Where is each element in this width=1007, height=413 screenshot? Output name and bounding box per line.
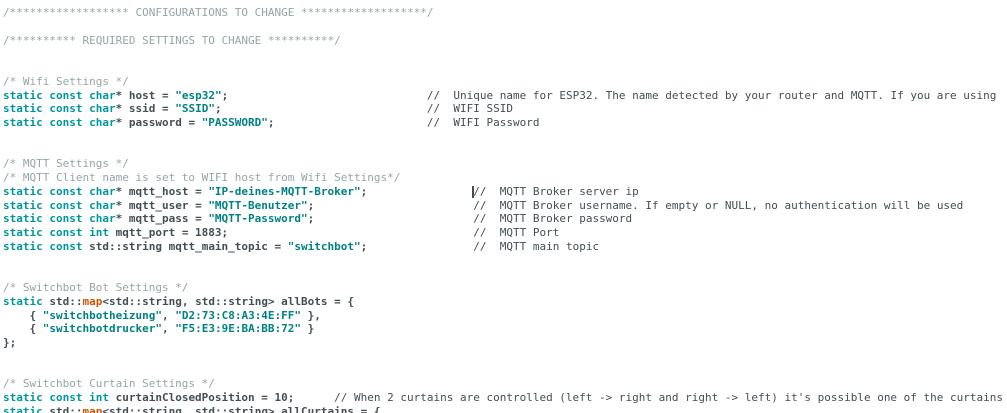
code-line: /* MQTT Settings */	[3, 157, 1007, 171]
code-line	[3, 130, 1007, 144]
code-line: static const char* mqtt_pass = "MQTT-Pas…	[3, 212, 1007, 226]
code-token-string: "IP-deines-MQTT-Broker"	[208, 184, 361, 198]
code-token-function: map	[82, 294, 103, 308]
code-line: /****************** CONFIGURATIONS TO CH…	[3, 6, 1007, 20]
code-token-keyword: static const char	[3, 116, 116, 129]
code-token-string: "D2:73:C8:A3:4E:FF"	[175, 308, 302, 322]
code-token-block-comment: /* MQTT Settings */	[3, 157, 129, 171]
code-token-text: ;	[307, 212, 474, 226]
code-line: static std::map<std::string, std::string…	[3, 295, 1007, 309]
code-token-text: std::	[42, 294, 83, 308]
code-line: };	[3, 336, 1007, 350]
code-line	[3, 254, 1007, 268]
code-line: static const int curtainClosedPosition =…	[3, 391, 1007, 405]
code-token-string: "MQTT-Benutzer"	[208, 198, 308, 212]
code-token-keyword: static const int	[3, 391, 109, 404]
code-token-string: "PASSWORD"	[201, 116, 268, 129]
code-line: /* Switchbot Curtain Settings */	[3, 377, 1007, 391]
code-token-text: std::	[42, 404, 83, 413]
code-token-text: {	[3, 322, 43, 336]
code-line: { "switchbotdrucker", "F5:E3:9E:BA:BB:72…	[3, 322, 1007, 336]
code-token-string: "esp32"	[175, 88, 222, 102]
code-token-text: <std::string, std::string> allBots = {	[102, 294, 355, 308]
code-line: static const std::string mqtt_main_topic…	[3, 240, 1007, 254]
code-token-text: };	[3, 336, 17, 349]
code-token-text: ;	[221, 88, 427, 102]
code-token-line-comment: // MQTT main topic	[473, 239, 600, 253]
code-line: static const char* host = "esp32"; // Un…	[3, 89, 1007, 103]
code-token-text: * mqtt_host =	[115, 184, 209, 198]
code-token-text: }	[301, 322, 315, 336]
text-caret	[472, 185, 475, 198]
code-token-block-comment: /* Wifi Settings */	[3, 74, 129, 88]
code-token-keyword: static const char	[3, 198, 116, 212]
code-token-keyword: static const	[3, 239, 83, 253]
code-token-text: std::string mqtt_main_topic =	[82, 239, 288, 253]
code-token-string: "F5:E3:9E:BA:BB:72"	[175, 322, 302, 336]
code-token-line-comment: // MQTT Broker password	[473, 212, 633, 226]
code-token-line-comment: // MQTT Broker username. If empty or NUL…	[473, 198, 964, 212]
code-token-line-comment: // MQTT Broker server ip	[473, 184, 639, 198]
code-token-text: ;	[307, 198, 474, 212]
code-token-text: ,	[161, 322, 176, 336]
code-token-text: ;	[267, 116, 427, 129]
code-line: /* MQTT Client name is set to WIFI host …	[3, 171, 1007, 185]
code-line: static const char* password = "PASSWORD"…	[3, 116, 1007, 130]
code-token-keyword: static	[3, 294, 43, 308]
code-token-text: ,	[161, 308, 176, 322]
code-line: /* Switchbot Bot Settings */	[3, 281, 1007, 295]
code-token-keyword: static const char	[3, 88, 116, 102]
code-token-line-comment: // WIFI Password	[426, 116, 540, 129]
code-line: /********** REQUIRED SETTINGS TO CHANGE …	[3, 34, 1007, 48]
code-token-block-comment: /* MQTT Client name is set to WIFI host …	[3, 171, 401, 184]
code-token-text: * mqtt_pass =	[115, 212, 209, 226]
code-token-keyword: static const char	[3, 184, 116, 198]
code-token-text: mqtt_port = 1883;	[108, 226, 474, 239]
code-token-block-comment: /****************** CONFIGURATIONS TO CH…	[3, 6, 434, 19]
code-line	[3, 350, 1007, 364]
code-token-block-comment: /********** REQUIRED SETTINGS TO CHANGE …	[3, 33, 341, 47]
code-token-keyword: static	[3, 404, 43, 413]
code-token-text: curtainClosedPosition = 10;	[108, 391, 335, 404]
code-token-text: * password =	[115, 116, 202, 129]
code-token-text: {	[3, 308, 43, 322]
code-line: static const int mqtt_port = 1883; // MQ…	[3, 226, 1007, 240]
code-token-keyword: static const int	[3, 226, 109, 239]
code-token-text: ;	[360, 184, 474, 198]
code-line	[3, 144, 1007, 158]
code-line: static const char* mqtt_user = "MQTT-Ben…	[3, 199, 1007, 213]
code-token-keyword: static const char	[3, 212, 116, 226]
code-token-text: },	[301, 308, 321, 322]
code-line: static std::map<std::string, std::string…	[3, 405, 1007, 413]
code-token-text: * mqtt_user =	[115, 198, 209, 212]
code-token-line-comment: // MQTT Port	[473, 226, 560, 239]
code-token-text: <std::string, std::string> allCurtains =…	[102, 404, 381, 413]
code-token-text: * ssid =	[115, 102, 176, 116]
code-token-block-comment: /* Switchbot Bot Settings */	[3, 281, 189, 294]
code-token-text: ;	[214, 102, 427, 116]
code-token-text: ;	[360, 239, 474, 253]
code-line	[3, 364, 1007, 378]
code-token-line-comment: // Unique name for ESP32. The name detec…	[426, 88, 997, 102]
code-token-string: "SSID"	[175, 102, 215, 116]
code-line	[3, 61, 1007, 75]
code-line	[3, 47, 1007, 61]
code-token-string: "switchbot"	[287, 239, 361, 253]
code-token-line-comment: // WIFI SSID	[426, 102, 513, 116]
code-token-string: "switchbotheizung"	[42, 308, 162, 322]
code-line: { "switchbotheizung", "D2:73:C8:A3:4E:FF…	[3, 309, 1007, 323]
code-token-keyword: static const char	[3, 102, 116, 116]
code-line: static const char* mqtt_host = "IP-deine…	[3, 185, 1007, 199]
code-token-line-comment: // When 2 curtains are controlled (left …	[334, 391, 1004, 404]
code-line	[3, 267, 1007, 281]
code-token-block-comment: /* Switchbot Curtain Settings */	[3, 377, 215, 391]
code-token-string: "switchbotdrucker"	[42, 322, 162, 336]
code-token-string: "MQTT-Password"	[208, 212, 308, 226]
code-token-function: map	[82, 404, 103, 413]
code-line	[3, 20, 1007, 34]
code-line: static const char* ssid = "SSID"; // WIF…	[3, 102, 1007, 116]
code-line: /* Wifi Settings */	[3, 75, 1007, 89]
code-token-text: * host =	[115, 88, 176, 102]
